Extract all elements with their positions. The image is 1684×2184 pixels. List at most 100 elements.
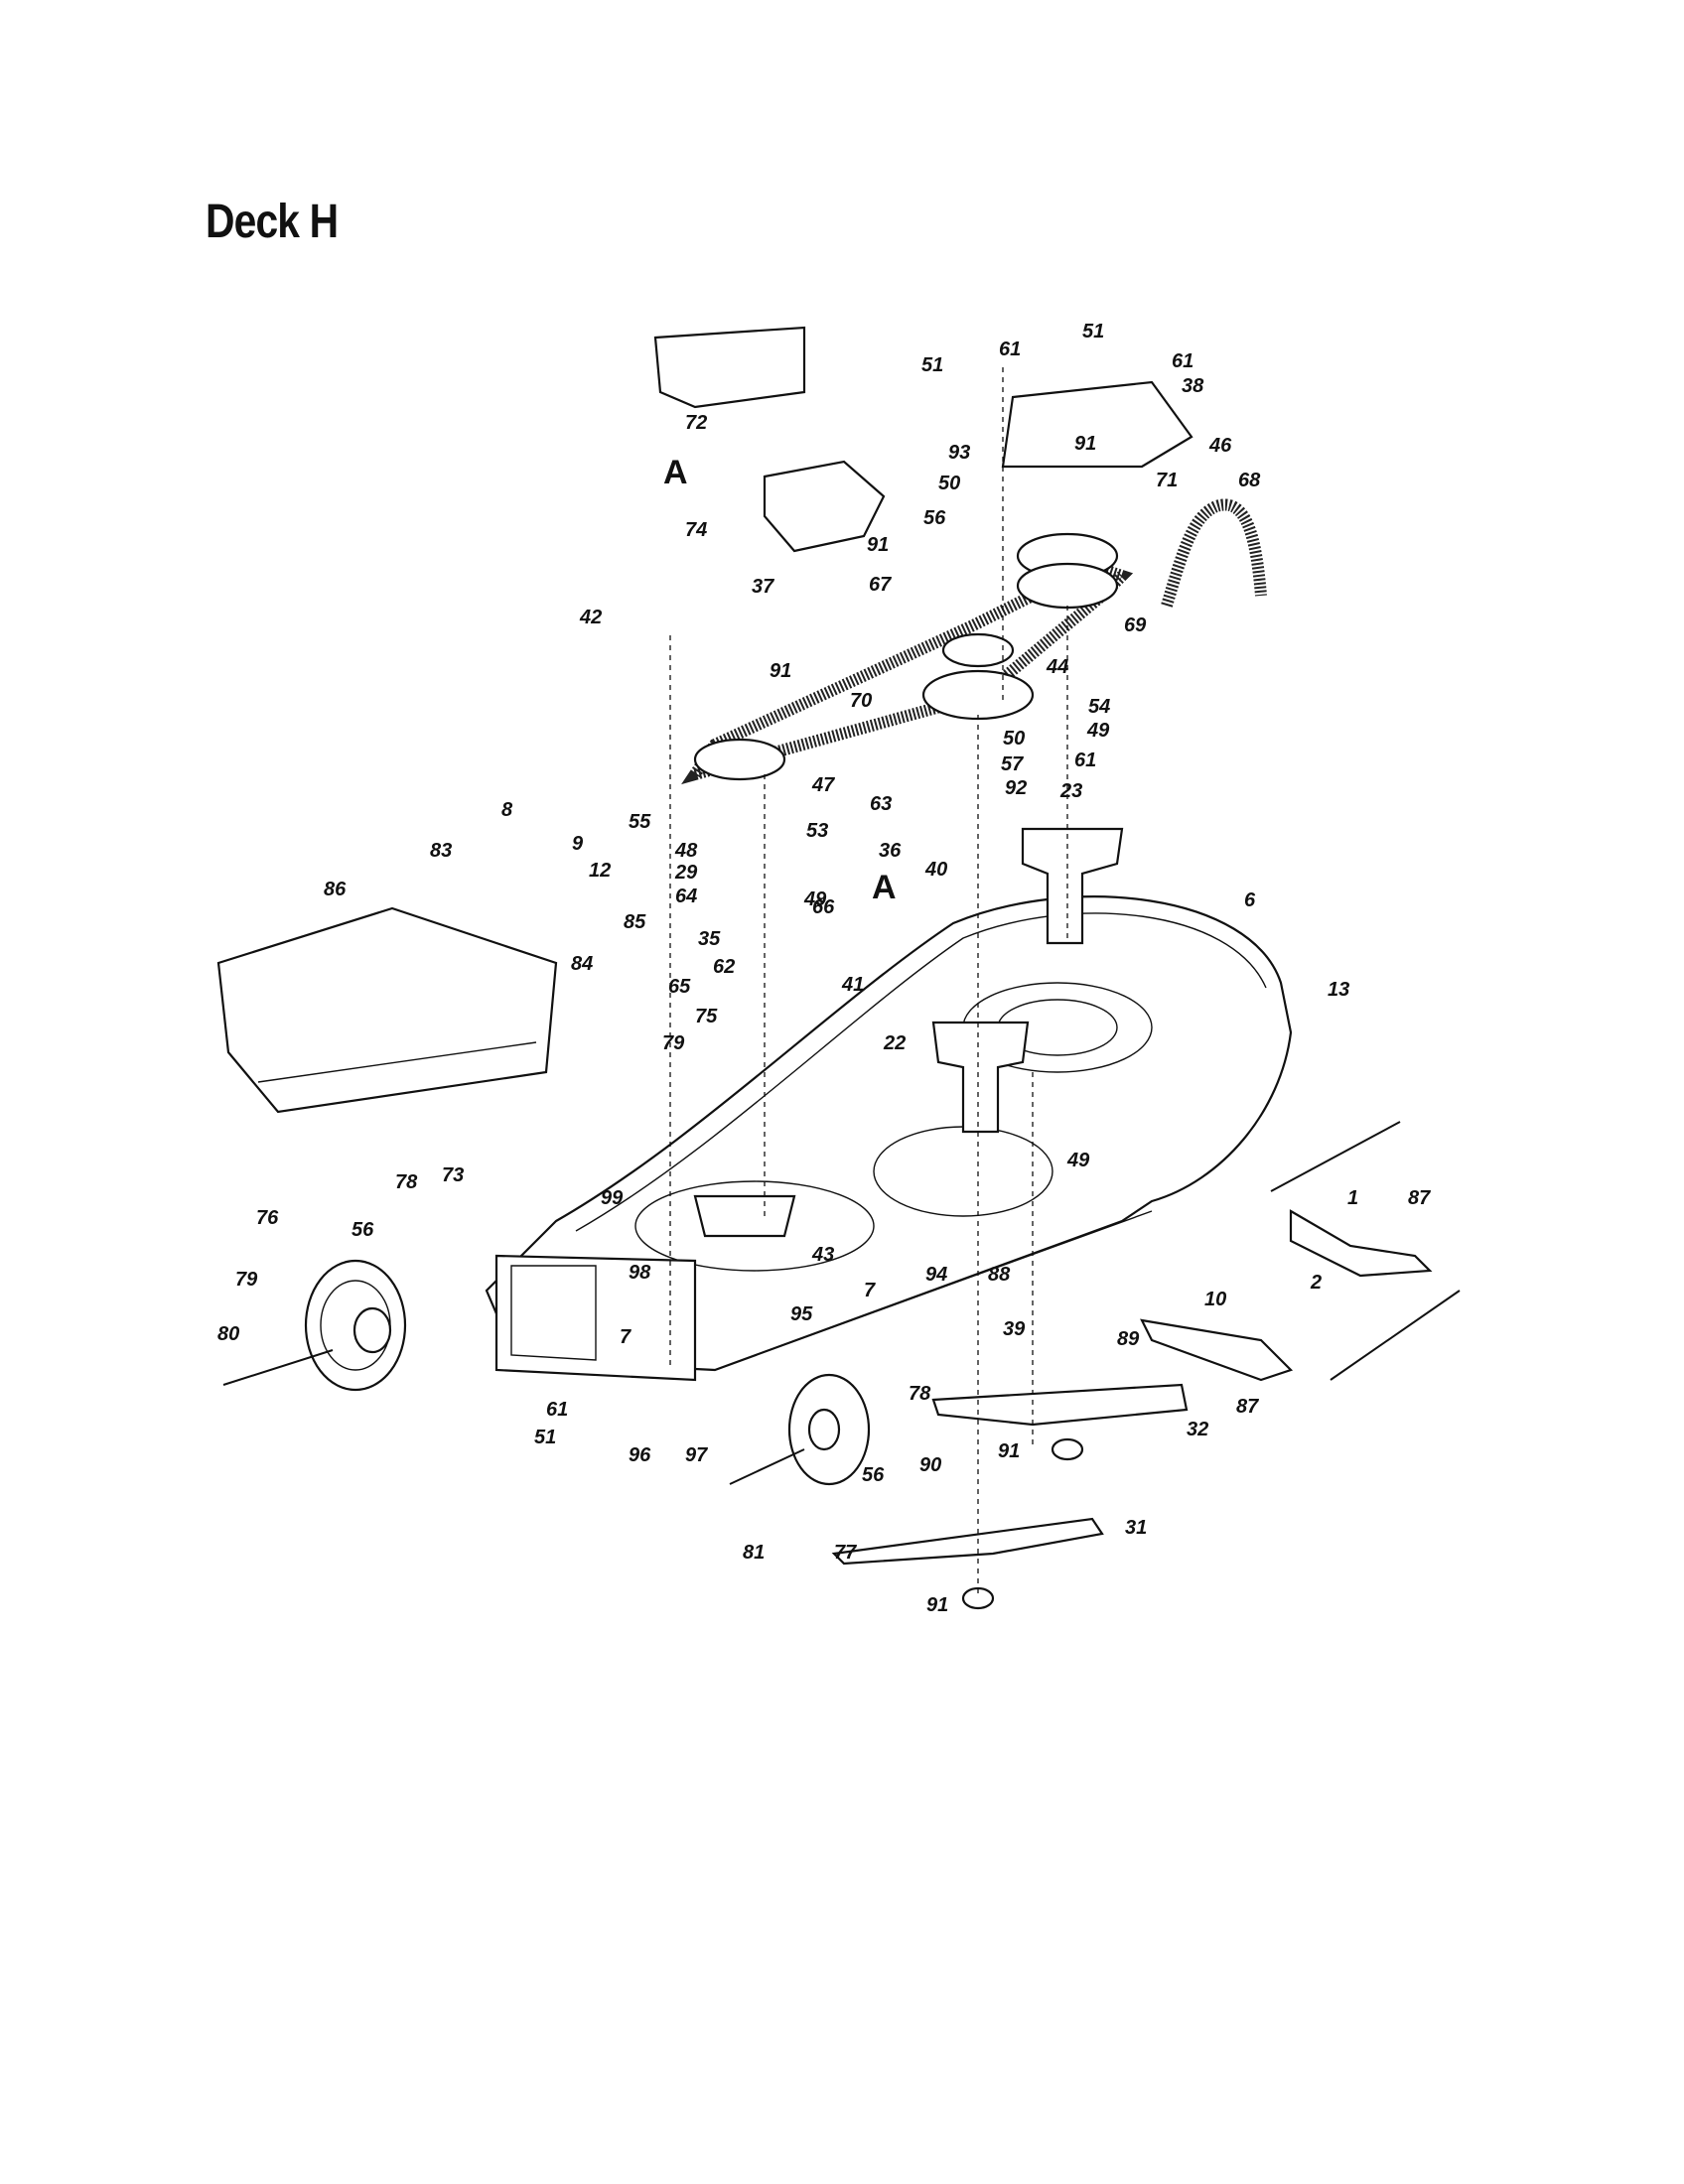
idler-bracket — [763, 460, 886, 553]
callout: 55 — [629, 811, 651, 833]
callout: 37 — [752, 576, 774, 598]
callout: 54 — [1088, 696, 1110, 718]
blade-32 — [931, 1383, 1189, 1427]
pulley-71b — [1016, 562, 1119, 610]
callout: 62 — [713, 956, 735, 978]
callout: 98 — [629, 1262, 651, 1284]
callout: 39 — [1003, 1318, 1026, 1340]
callouts: 51 61 51 61 38 72 93 91 46 50 71 68 56 7… — [217, 321, 1431, 1616]
callout: 74 — [685, 519, 707, 541]
callout: 57 — [1001, 753, 1024, 775]
spindle-left — [693, 1194, 796, 1238]
callout: 66 — [812, 896, 835, 918]
callout: 91 — [926, 1594, 948, 1616]
deck-housing — [485, 895, 1293, 1382]
callout: 61 — [546, 1399, 568, 1421]
callout: 63 — [870, 793, 892, 815]
callout: 76 — [256, 1207, 279, 1229]
callout: 56 — [862, 1464, 885, 1486]
callout: 48 — [674, 840, 698, 862]
pulley-center — [921, 669, 1035, 721]
callout: 61 — [1074, 750, 1096, 771]
callout: 67 — [869, 574, 892, 596]
callout: 87 — [1408, 1187, 1431, 1209]
callout: 51 — [534, 1427, 556, 1448]
callout: 49 — [803, 888, 827, 910]
callout: 13 — [1328, 979, 1349, 1001]
callout: 71 — [1156, 470, 1178, 491]
callout: 61 — [999, 339, 1021, 360]
callout: 80 — [217, 1323, 239, 1345]
callout: 41 — [841, 974, 864, 996]
callout: 90 — [919, 1454, 941, 1476]
spindle-22 — [931, 1021, 1030, 1134]
callout: 91 — [867, 534, 889, 556]
callout: 91 — [1074, 433, 1096, 455]
pulley-idler — [941, 632, 1015, 668]
grass-catcher — [216, 906, 558, 1114]
callout: 96 — [629, 1444, 651, 1466]
callout: 32 — [1187, 1419, 1208, 1440]
callout: 97 — [685, 1444, 708, 1466]
callout: 56 — [923, 507, 946, 529]
wheel-front — [729, 1373, 871, 1486]
callout: 91 — [998, 1440, 1020, 1462]
callout: 77 — [834, 1542, 857, 1564]
callout: 65 — [668, 976, 691, 998]
callout: 61 — [1172, 350, 1193, 372]
callout: 7 — [864, 1280, 876, 1301]
callout: 22 — [883, 1032, 906, 1054]
callout: 6 — [1244, 889, 1256, 911]
callout: 83 — [430, 840, 452, 862]
callout: 8 — [501, 799, 513, 821]
callout: 78 — [909, 1383, 931, 1405]
drive-belt — [681, 559, 1134, 785]
callout: 7 — [620, 1326, 632, 1348]
callout: 79 — [662, 1032, 685, 1054]
callout: 44 — [1046, 656, 1068, 678]
callout: 38 — [1182, 375, 1204, 397]
callout: 53 — [806, 820, 828, 842]
page-title: Deck H — [206, 196, 339, 248]
callout: 88 — [988, 1264, 1011, 1286]
callout: 99 — [601, 1187, 624, 1209]
callout: 85 — [624, 911, 646, 933]
callout: 93 — [948, 442, 970, 464]
lift-link-1 — [1289, 1209, 1433, 1278]
callout: 87 — [1236, 1396, 1259, 1418]
blade-nut-91a — [1051, 1437, 1084, 1461]
callout: 1 — [1347, 1187, 1358, 1209]
blade-31 — [831, 1517, 1104, 1566]
callout: 68 — [1238, 470, 1261, 491]
spindle-23 — [1021, 827, 1124, 945]
callout: 29 — [674, 862, 698, 884]
callout: 49 — [1066, 1150, 1090, 1171]
idler-arm-plate — [653, 326, 806, 409]
callout: 64 — [675, 886, 697, 907]
callout: 56 — [351, 1219, 374, 1241]
callout: 51 — [1082, 321, 1104, 342]
callout: 75 — [695, 1006, 718, 1027]
callout: 42 — [579, 607, 602, 628]
callout: 46 — [1208, 435, 1232, 457]
callout: 86 — [324, 879, 347, 900]
callout: 51 — [921, 354, 943, 376]
callout: 12 — [589, 860, 611, 882]
pulley-left — [693, 738, 786, 781]
callout-A-mid: A — [872, 869, 897, 906]
callout: 84 — [571, 953, 593, 975]
callout: 36 — [879, 840, 902, 862]
callout: 89 — [1117, 1328, 1140, 1350]
callout: 2 — [1310, 1272, 1322, 1294]
callout: 49 — [1086, 720, 1110, 742]
callout: 47 — [811, 774, 835, 796]
callout: 40 — [924, 859, 947, 881]
callout: 50 — [938, 473, 960, 494]
callout: 81 — [743, 1542, 765, 1564]
lift-link-2 — [1140, 1318, 1294, 1382]
callout: 72 — [685, 412, 707, 434]
callout: 69 — [1124, 614, 1147, 636]
callout: 73 — [442, 1164, 464, 1186]
wheel-left — [222, 1259, 407, 1392]
